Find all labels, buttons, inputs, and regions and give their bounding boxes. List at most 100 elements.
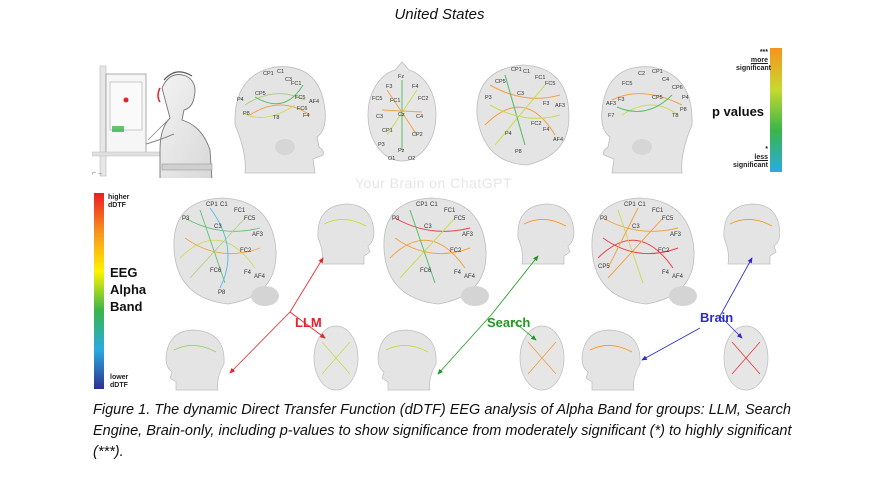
svg-text:FC2: FC2 (531, 121, 541, 127)
brain-small-side-head-2 (581, 329, 641, 391)
ddtf-bottom-line1: lower (110, 374, 129, 381)
llm-arrows (229, 257, 326, 374)
svg-text:P3: P3 (485, 95, 492, 101)
svg-text:C1: C1 (523, 69, 530, 75)
svg-text:C4: C4 (662, 77, 669, 83)
svg-text:AF3: AF3 (555, 103, 565, 109)
svg-text:FC2: FC2 (658, 248, 670, 254)
svg-text:CP1: CP1 (624, 202, 636, 208)
svg-text:CP1: CP1 (382, 128, 393, 134)
svg-text:P8: P8 (243, 111, 250, 117)
svg-text:P8: P8 (218, 290, 226, 296)
figure-caption: Figure 1. The dynamic Direct Transfer Fu… (93, 402, 792, 460)
search-small-top-head (519, 325, 565, 391)
svg-text:P8: P8 (515, 149, 522, 155)
svg-text:C3: C3 (285, 77, 292, 83)
svg-text:C1: C1 (638, 202, 646, 208)
llm-small-side-head-2 (165, 329, 225, 391)
brain-small-side-head (723, 203, 780, 265)
svg-text:P4: P4 (237, 97, 244, 103)
svg-text:CP1: CP1 (206, 202, 218, 208)
svg-text:F4: F4 (303, 113, 309, 119)
pvalue-top-line2: significant (736, 65, 772, 72)
svg-text:F4: F4 (454, 270, 462, 276)
svg-text:C3: C3 (632, 224, 640, 230)
pvalue-legend-title: p values (712, 104, 765, 119)
svg-text:Pz: Pz (398, 148, 405, 154)
svg-text:F4: F4 (662, 270, 670, 276)
ddtf-colorbar (94, 193, 104, 389)
svg-text:FC2: FC2 (450, 248, 462, 254)
band-label: Band (110, 299, 143, 314)
svg-text:F3: F3 (543, 101, 549, 107)
brain-small-top-head (723, 325, 769, 391)
watermark: Your Brain on ChatGPT (355, 175, 513, 191)
group-label-llm: LLM (295, 315, 322, 330)
svg-text:FC1: FC1 (535, 75, 545, 81)
eeg-label: EEG (110, 265, 138, 280)
svg-text:P4: P4 (505, 131, 512, 137)
svg-text:CP5: CP5 (652, 95, 663, 101)
svg-text:CP1: CP1 (416, 202, 428, 208)
svg-text:C3: C3 (214, 224, 222, 230)
svg-text:AF4: AF4 (553, 137, 563, 143)
brain-arrows (641, 257, 753, 361)
svg-text:FC2: FC2 (418, 96, 428, 102)
svg-text:AF4: AF4 (254, 274, 266, 280)
svg-text:FC5: FC5 (454, 216, 466, 222)
svg-text:CP5: CP5 (255, 91, 266, 97)
svg-text:CP6: CP6 (672, 85, 683, 91)
svg-text:FC5: FC5 (244, 216, 256, 222)
svg-text:Fz: Fz (398, 74, 404, 80)
svg-text:F3: F3 (618, 97, 624, 103)
participant-illustration: ⌐→ (92, 65, 213, 178)
svg-text:C2: C2 (638, 71, 645, 77)
pvalue-colorbar (770, 48, 782, 172)
group-label-search: Search (487, 315, 531, 330)
svg-text:AF4: AF4 (309, 99, 319, 105)
pvalue-top-line1: more (750, 57, 768, 64)
llm-small-side-head (317, 203, 375, 265)
svg-text:FC1: FC1 (234, 208, 246, 214)
svg-text:FC1: FC1 (291, 81, 301, 87)
pvalue-bottom-line1: less (754, 154, 768, 161)
svg-text:FC2: FC2 (240, 248, 252, 254)
svg-text:C3: C3 (424, 224, 432, 230)
svg-text:O2: O2 (408, 156, 415, 162)
svg-text:FC6: FC6 (420, 268, 432, 274)
svg-text:AF4: AF4 (464, 274, 476, 280)
svg-text:F7: F7 (608, 113, 614, 119)
svg-text:FC1: FC1 (652, 208, 664, 214)
svg-text:FC5: FC5 (662, 216, 674, 222)
pvalue-bottom-line2: significant (732, 162, 768, 169)
svg-text:FC5: FC5 (545, 81, 555, 87)
svg-text:FC6: FC6 (210, 268, 222, 274)
svg-text:P3: P3 (392, 216, 400, 222)
svg-text:CP1: CP1 (263, 71, 274, 77)
llm-small-top-head (313, 325, 359, 391)
svg-text:FC5: FC5 (622, 81, 632, 87)
svg-text:FC5: FC5 (295, 95, 305, 101)
pvalue-bottom-stars: * (765, 146, 768, 153)
svg-text:C1: C1 (277, 69, 284, 75)
svg-text:F4: F4 (543, 127, 549, 133)
svg-text:FC1: FC1 (444, 208, 456, 214)
svg-text:C3: C3 (376, 114, 383, 120)
search-small-side-head (517, 203, 575, 265)
svg-text:C1: C1 (220, 202, 228, 208)
svg-text:AF3: AF3 (252, 232, 264, 238)
svg-text:FC5: FC5 (372, 96, 382, 102)
ddtf-top-line2: dDTF (108, 202, 126, 209)
svg-text:F3: F3 (386, 84, 392, 90)
svg-text:C3: C3 (517, 91, 524, 97)
location-title: United States (394, 6, 485, 23)
svg-text:F4: F4 (244, 270, 252, 276)
svg-text:CP1: CP1 (652, 69, 663, 75)
svg-text:FC6: FC6 (297, 106, 307, 112)
